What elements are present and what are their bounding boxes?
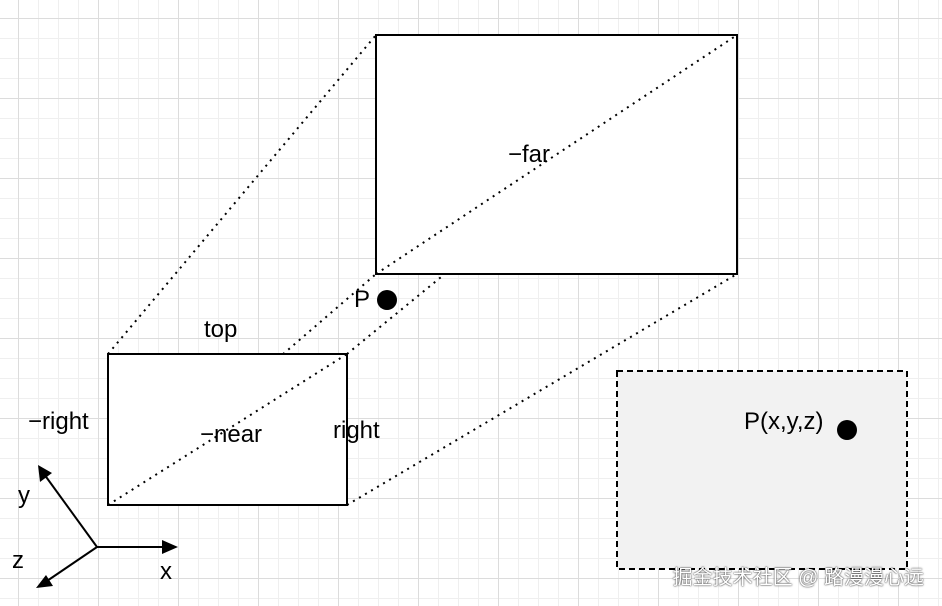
far-plane (375, 34, 738, 275)
axis-z-label: z (12, 547, 24, 574)
axis-y-arrowhead (38, 465, 52, 482)
axes (36, 465, 178, 588)
near-plane-diagonal (107, 353, 348, 506)
point-pxyz-marker (837, 420, 857, 440)
edge-top-left (107, 34, 377, 355)
axis-y-line (43, 473, 98, 548)
near-label: −near (200, 421, 263, 448)
top-label: top (204, 316, 238, 343)
axis-y-label: y (18, 482, 30, 509)
point-p-marker (377, 290, 397, 310)
projection-screen (616, 370, 908, 570)
axis-z-line (43, 546, 98, 584)
axis-x-label: x (160, 558, 172, 585)
point-p-label: P (354, 286, 371, 313)
neg-right-label: −right (28, 408, 89, 435)
far-label: −far (508, 141, 551, 168)
watermark: 掘金技术社区 @ 路漫漫心远 (672, 567, 924, 589)
axis-x-arrowhead (162, 540, 178, 554)
right-label: right (333, 417, 380, 444)
point-pxyz-label: P(x,y,z) (744, 408, 824, 435)
axis-z-arrowhead (36, 575, 53, 588)
